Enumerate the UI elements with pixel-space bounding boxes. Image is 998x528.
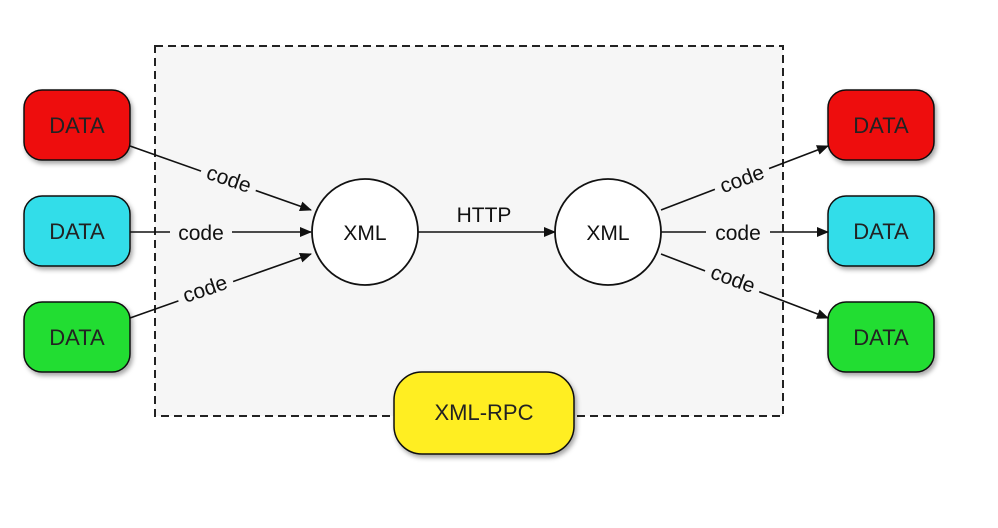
left-edge-3-label-bg [173, 267, 237, 311]
xml-rpc-badge-shape [393, 371, 575, 455]
left-data-node-2-label: DATA [49, 219, 105, 244]
right-xml-label: XML [586, 222, 629, 245]
right-edge-2-label: code [715, 222, 761, 245]
left-data-node-1-label: DATA [49, 113, 105, 138]
left-data-node-2-shape [23, 195, 131, 267]
right-data-node-1-label: DATA [853, 113, 909, 138]
left-edge-2-label-bg [170, 219, 232, 245]
left-data-node-2: DATA [23, 195, 131, 267]
left-data-node-3: DATA [23, 301, 131, 373]
left-data-node-1-shape [23, 89, 131, 161]
left-edge-2-label: code [178, 222, 224, 245]
right-edge-3-label-bg [701, 256, 765, 302]
http-label: HTTP [457, 204, 512, 227]
xml-rpc-label: XML-RPC [434, 400, 533, 425]
right-data-node-1: DATA [827, 89, 935, 161]
right-data-node-1-shape [827, 89, 935, 161]
right-edge-2-label-bg [706, 219, 770, 245]
right-edge-1-label-bg [710, 156, 774, 202]
left-xml-label: XML [343, 222, 386, 245]
right-data-node-3-label: DATA [853, 325, 909, 350]
right-data-node-2-label: DATA [853, 219, 909, 244]
left-edge-1-label-bg [197, 157, 261, 201]
xml-rpc-frame [154, 45, 784, 417]
right-data-node-3-shape [827, 301, 935, 373]
xml-rpc-badge: XML-RPC [393, 371, 575, 455]
left-data-node-3-shape [23, 301, 131, 373]
left-data-node-3-label: DATA [49, 325, 105, 350]
left-data-node-1: DATA [23, 89, 131, 161]
right-data-node-3: DATA [827, 301, 935, 373]
right-data-node-2: DATA [827, 195, 935, 267]
